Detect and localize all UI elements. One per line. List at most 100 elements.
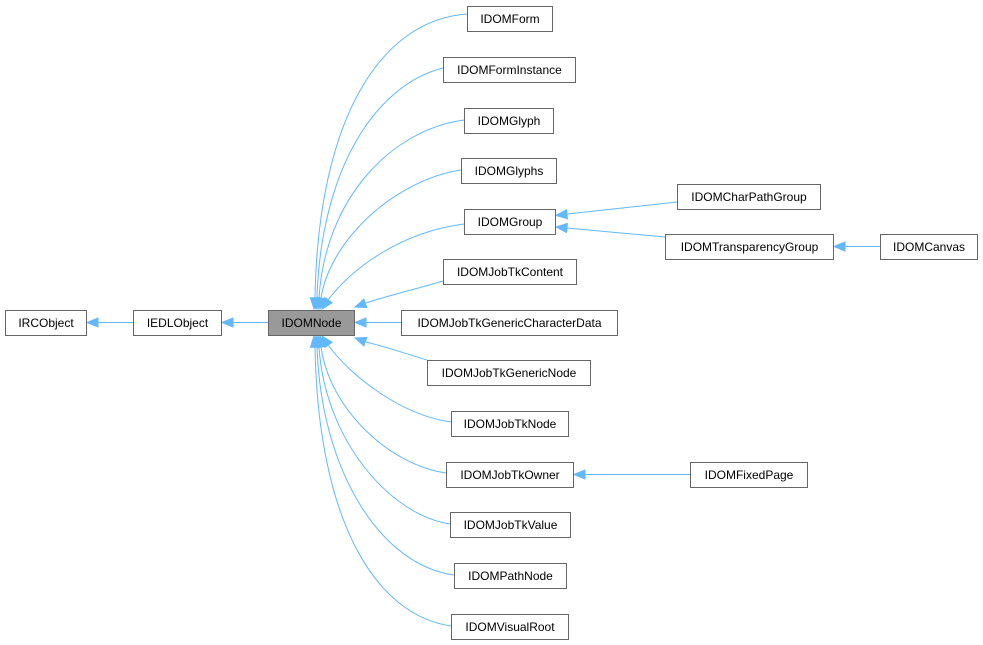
edge-line: [314, 13, 468, 299]
node-label: IDOMJobTkValue: [464, 518, 558, 532]
node-box: [880, 234, 978, 260]
node-idomjob-tk-content[interactable]: IDOMJobTkContent: [443, 259, 577, 285]
node-idomjob-tk-node[interactable]: IDOMJobTkNode: [451, 411, 569, 437]
edge-arrowhead: [554, 209, 569, 220]
node-label: IDOMFixedPage: [705, 468, 794, 482]
edge-arrowhead: [832, 241, 846, 252]
node-box: [5, 310, 87, 336]
node-ircobject[interactable]: IRCObject: [5, 310, 87, 336]
node-box: [451, 614, 569, 640]
node-box: [454, 563, 567, 589]
node-label: IDOMJobTkGenericNode: [442, 366, 577, 380]
node-label: IEDLObject: [147, 316, 209, 330]
edge-line: [566, 227, 666, 238]
node-idompath-node[interactable]: IDOMPathNode: [454, 563, 567, 589]
edge-arrowhead: [554, 222, 568, 234]
node-idomtransparency-group[interactable]: IDOMTransparencyGroup: [665, 234, 834, 260]
edge-idomglyph-to-idomnode: [313, 119, 465, 311]
node-label: IDOMNode: [281, 316, 341, 330]
edge-idomchar-path-group-to-idomgroup: [554, 201, 678, 220]
node-idomjob-tk-value[interactable]: IDOMJobTkValue: [450, 512, 571, 538]
node-box: [467, 6, 553, 32]
node-idomchar-path-group[interactable]: IDOMCharPathGroup: [677, 184, 821, 210]
edge-arrowhead: [353, 317, 367, 328]
edge-arrowhead: [309, 334, 321, 348]
edge-idomjob-tk-generic-node-to-idomnode: [353, 336, 428, 361]
node-box: [443, 57, 576, 83]
edge-line: [316, 67, 444, 299]
edge-line: [318, 346, 451, 525]
edge-idomnode-to-iedlobject: [220, 317, 268, 328]
nodes-layer: IRCObject IEDLObject IDOMNode IDOMFormIDOMF…: [5, 6, 978, 640]
edge-line: [566, 201, 678, 215]
node-box: [443, 259, 577, 285]
node-idomjob-tk-generic-node[interactable]: IDOMJobTkGenericNode: [427, 360, 591, 386]
node-iedlobject[interactable]: IEDLObject: [133, 310, 222, 336]
node-idomgroup[interactable]: IDOMGroup: [464, 209, 556, 235]
node-idomform-instance[interactable]: IDOMFormInstance: [443, 57, 576, 83]
edge-idomgroup-to-idomnode: [321, 223, 465, 311]
edge-line: [365, 280, 444, 304]
node-label: IDOMJobTkGenericCharacterData: [417, 316, 601, 330]
node-box: [133, 310, 222, 336]
node-label: IDOMJobTkContent: [457, 265, 564, 279]
edge-line: [314, 346, 452, 627]
node-label: IDOMJobTkOwner: [460, 468, 559, 482]
edge-idomform-instance-to-idomnode: [311, 67, 444, 311]
node-label: IDOMFormInstance: [457, 63, 562, 77]
node-box: [446, 462, 574, 488]
node-idomcanvas[interactable]: IDOMCanvas: [880, 234, 978, 260]
edge-idomfixed-page-to-idomjob-tk-owner: [572, 469, 690, 480]
node-label: IDOMGlyphs: [475, 164, 544, 178]
edge-idomglyphs-to-idomnode: [317, 169, 462, 311]
node-box: [690, 462, 808, 488]
node-label: IDOMGroup: [478, 215, 543, 229]
node-box: [427, 360, 591, 386]
node-idomfixed-page[interactable]: IDOMFixedPage: [690, 462, 808, 488]
node-box: [464, 209, 556, 235]
node-box: [464, 108, 554, 134]
edge-line: [327, 223, 465, 301]
edge-arrowhead: [572, 469, 586, 480]
node-idomvisual-root[interactable]: IDOMVisualRoot: [451, 614, 569, 640]
node-idomjob-tk-generic-character-data[interactable]: IDOMJobTkGenericCharacterData: [401, 310, 618, 336]
node-label: IDOMVisualRoot: [465, 620, 555, 634]
node-box: [268, 310, 355, 336]
node-label: IDOMJobTkNode: [464, 417, 557, 431]
node-label: IDOMCanvas: [893, 240, 965, 254]
edge-arrowhead: [353, 298, 368, 309]
edge-line: [316, 346, 455, 576]
edge-arrowhead: [353, 336, 368, 347]
node-label: IDOMTransparencyGroup: [681, 240, 819, 254]
edge-line: [320, 346, 447, 474]
edge-line: [320, 169, 462, 299]
edge-line: [365, 341, 428, 361]
edge-line: [327, 344, 452, 423]
edges-layer: [85, 13, 880, 627]
node-idomnode: IDOMNode: [268, 310, 355, 336]
node-box: [450, 512, 571, 538]
node-idomform[interactable]: IDOMForm: [467, 6, 553, 32]
node-box: [401, 310, 618, 336]
node-idomglyphs[interactable]: IDOMGlyphs: [461, 158, 557, 184]
node-box: [461, 158, 557, 184]
edge-idomvisual-root-to-idomnode: [309, 334, 452, 627]
node-label: IDOMGlyph: [478, 114, 541, 128]
node-box: [677, 184, 821, 210]
node-idomglyph[interactable]: IDOMGlyph: [464, 108, 554, 134]
node-idomjob-tk-owner[interactable]: IDOMJobTkOwner: [446, 462, 574, 488]
edge-idomtransparency-group-to-idomgroup: [554, 222, 666, 238]
edge-idomcanvas-to-idomtransparency-group: [832, 241, 880, 252]
edge-arrowhead: [220, 317, 234, 328]
edge-arrowhead: [321, 296, 334, 311]
node-label: IRCObject: [18, 316, 74, 330]
edge-idomjob-tk-generic-character-data-to-idomnode: [353, 317, 401, 328]
edge-arrowhead: [85, 317, 99, 328]
node-label: IDOMPathNode: [468, 569, 553, 583]
node-box: [665, 234, 834, 260]
node-box: [451, 411, 569, 437]
node-label: IDOMForm: [480, 12, 539, 26]
edge-idomjob-tk-content-to-idomnode: [353, 280, 444, 309]
node-label: IDOMCharPathGroup: [691, 190, 807, 204]
